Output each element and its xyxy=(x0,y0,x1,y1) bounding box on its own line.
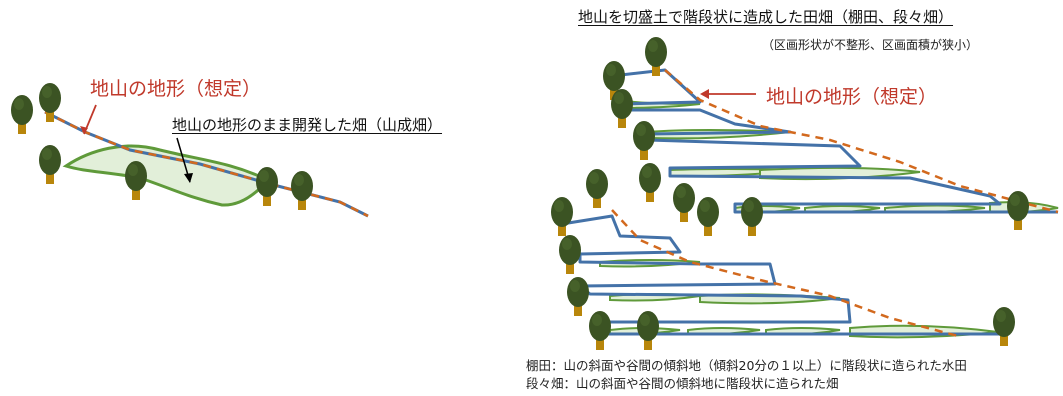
right-title: 地山を切盛土で階段状に造成した田畑（棚田、段々畑） xyxy=(578,8,954,26)
right-terrace-diagram xyxy=(551,37,1059,350)
tree-icon xyxy=(993,307,1015,346)
tree-icon xyxy=(39,145,61,184)
tree-icon xyxy=(39,83,61,122)
tree-icon xyxy=(611,89,633,128)
tree-icon xyxy=(256,167,278,206)
tree-icon xyxy=(589,311,611,350)
left-slope-diagram xyxy=(11,83,369,218)
tree-icon xyxy=(741,197,763,236)
upper-original-ground xyxy=(664,69,1059,214)
left-ground-label: 地山の地形（想定） xyxy=(90,78,262,100)
lower-terrace-line xyxy=(561,214,1000,336)
tree-icon xyxy=(567,277,589,316)
tree-icon xyxy=(639,163,661,202)
tree-icon xyxy=(551,197,573,236)
tree-icon xyxy=(697,197,719,236)
tree-icon xyxy=(586,169,608,208)
note-tanada: 棚田：山の斜面や谷間の傾斜地（傾斜20分の１以上）に階段状に造られた水田 xyxy=(526,358,967,373)
right-ground-label: 地山の地形（想定） xyxy=(766,86,938,108)
tree-icon xyxy=(11,95,33,134)
tree-icon xyxy=(637,311,659,350)
tree-icon xyxy=(559,235,581,274)
tree-icon xyxy=(673,183,695,222)
tree-icon xyxy=(125,161,147,200)
tree-icon xyxy=(291,171,313,210)
left-field-label: 地山の地形のまま開発した畑（山成畑） xyxy=(172,116,443,134)
right-subtitle: （区画形状が不整形、区画面積が狭小） xyxy=(762,38,979,52)
tree-icon xyxy=(1007,191,1029,230)
tree-icon xyxy=(633,121,655,160)
note-dandanbatake: 段々畑：山の斜面や谷間の傾斜地に階段状に造られた畑 xyxy=(526,376,839,391)
lower-original-ground xyxy=(611,209,959,338)
